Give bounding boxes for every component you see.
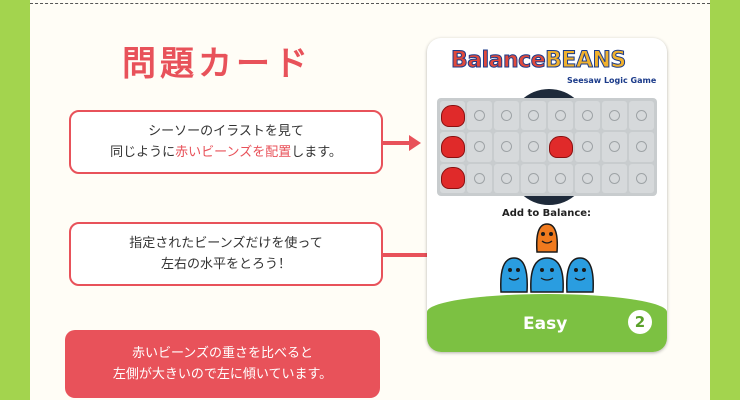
blue-bean-icon	[530, 257, 564, 293]
blue-bean-icon	[566, 257, 594, 293]
card-footer	[427, 294, 667, 352]
beans-to-add-icon	[500, 223, 594, 293]
problem-card: BalanceBEANS Seesaw Logic Game Add to Ba…	[427, 38, 667, 352]
callout-instruction: シーソーのイラストを見て 同じように赤いビーンズを配置します。	[69, 110, 383, 174]
blue-bean-icon	[500, 257, 528, 293]
red-bean-icon	[440, 104, 465, 127]
board-cell	[602, 132, 627, 162]
board-cell	[440, 163, 465, 193]
board-cell	[602, 101, 627, 131]
board-cell	[494, 101, 519, 131]
red-bean-icon	[440, 167, 465, 190]
note-line: 赤いビーンズの重さを比べると	[131, 346, 314, 361]
board-cell	[548, 101, 573, 131]
board-cell	[629, 101, 654, 131]
game-logo: BalanceBEANS	[450, 48, 627, 74]
board-cell	[494, 132, 519, 162]
board-cell	[521, 101, 546, 131]
red-bean-icon	[440, 135, 465, 158]
add-to-balance-label: Add to Balance:	[502, 208, 592, 219]
board-cell	[575, 163, 600, 193]
board-cell	[521, 132, 546, 162]
red-bean-icon	[548, 135, 573, 158]
callout-line: 指定されたビーンズだけを使って	[129, 236, 323, 251]
difficulty-label: Easy	[523, 314, 568, 334]
dashed-divider	[30, 3, 710, 4]
card-number-badge: 2	[628, 310, 652, 334]
seesaw-board	[437, 98, 657, 196]
note-line: 左側が大きいので左に傾いています。	[112, 367, 333, 382]
logo-word: Balance	[450, 48, 546, 74]
board-cell	[440, 101, 465, 131]
board-cell	[575, 132, 600, 162]
orange-bean-icon	[535, 223, 559, 253]
board-cell	[548, 132, 573, 162]
board-cell	[629, 132, 654, 162]
board-cell	[548, 163, 573, 193]
game-subtitle: Seesaw Logic Game	[567, 76, 657, 85]
board-cell	[521, 163, 546, 193]
board-cell	[467, 163, 492, 193]
callout-line: 同じように赤いビーンズを配置します。	[110, 142, 342, 163]
callout-text: 同じように	[110, 145, 176, 160]
board-cell	[467, 101, 492, 131]
board-cell	[494, 163, 519, 193]
callout-line: 左右の水平をとろう！	[160, 257, 291, 272]
board-cell	[602, 163, 627, 193]
callout-line: シーソーのイラストを見て	[148, 124, 304, 139]
board-cell	[440, 132, 465, 162]
page-title: 問題カード	[122, 44, 312, 84]
arrow-right-icon	[383, 135, 421, 151]
board-cell	[575, 101, 600, 131]
board-cell	[629, 163, 654, 193]
logo-word: BEANS	[545, 48, 627, 74]
board-cell	[467, 132, 492, 162]
callout-highlight: 赤いビーンズを配置	[175, 145, 292, 160]
callout-text: します。	[291, 145, 342, 160]
callout-rule: 指定されたビーンズだけを使って 左右の水平をとろう！	[69, 222, 383, 286]
explanation-note: 赤いビーンズの重さを比べると 左側が大きいので左に傾いています。	[65, 330, 380, 398]
